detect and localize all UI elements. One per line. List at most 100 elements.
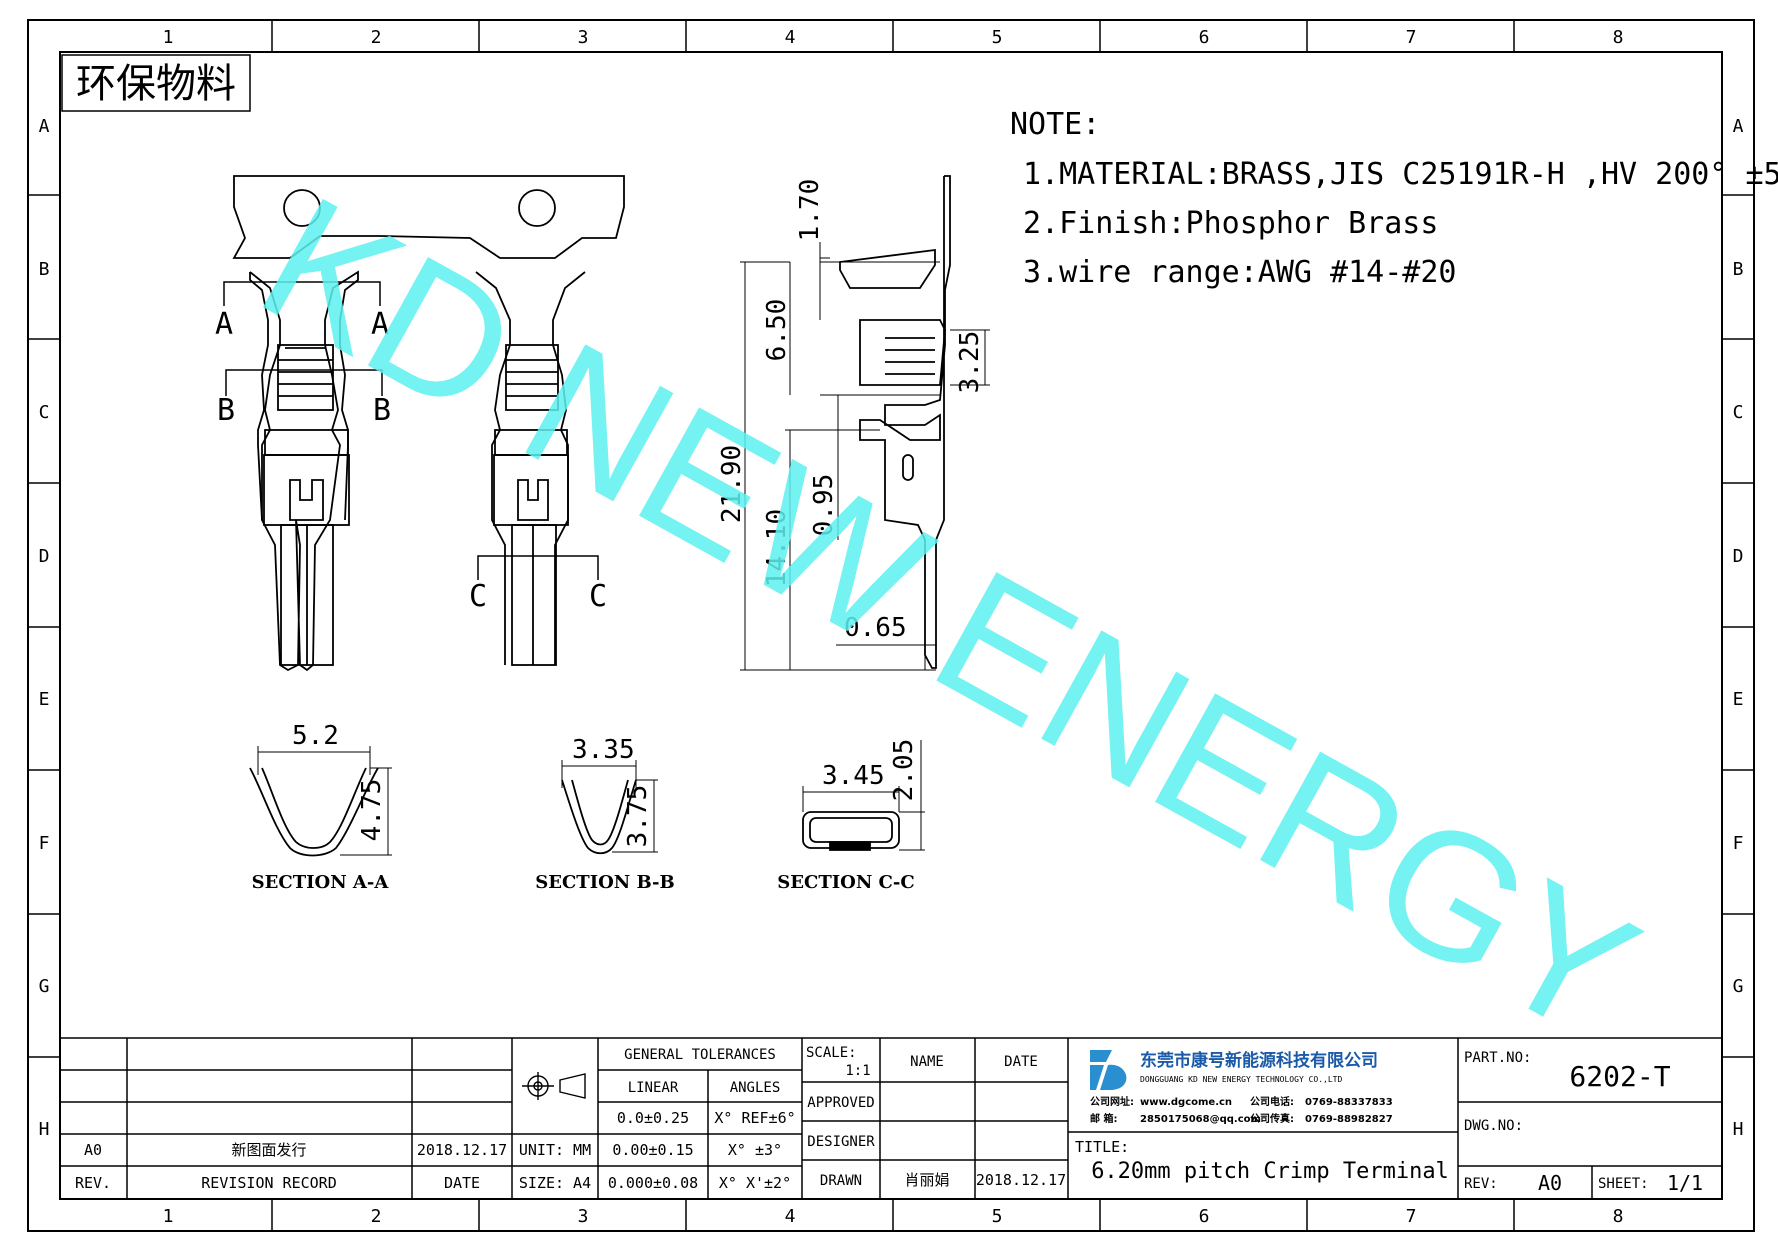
dimension-label: 5.2 <box>292 721 339 751</box>
col-label: 4 <box>785 27 796 48</box>
dimension-label: 3.75 <box>623 785 653 848</box>
column-dividers <box>271 20 1515 1231</box>
note-item: 3.wire range:AWG #14-#20 <box>1023 255 1456 290</box>
unit-label: UNIT: MM <box>519 1141 591 1159</box>
tolerance-linear: 0.000±0.08 <box>608 1174 698 1192</box>
rev-value-2: A0 <box>1538 1171 1562 1195</box>
section-mark: B <box>217 393 235 428</box>
side-view-dimension-lines <box>740 242 990 671</box>
dimension-label: 1.70 <box>795 179 825 242</box>
dwg-no-label: DWG.NO: <box>1464 1118 1523 1134</box>
dimension-label: 21.90 <box>717 445 747 523</box>
terminal-front-view-2 <box>475 271 586 666</box>
dimension-label: 3.45 <box>822 761 885 791</box>
section-cc-shape <box>802 740 925 851</box>
revision-record: 新图面发行 <box>231 1141 306 1159</box>
contact-value: 0769-88337833 <box>1305 1097 1393 1108</box>
section-title: SECTION C-C <box>777 872 914 893</box>
contact-label: 邮 箱: <box>1090 1112 1117 1125</box>
section-mark: A <box>215 307 233 342</box>
row-label: A <box>1733 116 1744 137</box>
section-mark: C <box>589 579 607 614</box>
part-no-value: 6202-T <box>1569 1060 1670 1093</box>
tolerance-angle: X° REF±6° <box>714 1109 795 1127</box>
contact-value: 2850175068@qq.com <box>1140 1114 1261 1125</box>
contact-label: 公司电话: <box>1250 1095 1294 1108</box>
dimension-label: 0.95 <box>809 474 839 537</box>
dimension-label: 4.75 <box>357 779 387 842</box>
company-name-en: DONGGUANG KD NEW ENERGY TECHNOLOGY CO.,L… <box>1140 1075 1342 1084</box>
col-label: 1 <box>163 27 174 48</box>
title-block-grid <box>59 1037 1723 1200</box>
col-label: 5 <box>992 27 1003 48</box>
tolerance-angle: X° ±3° <box>728 1141 782 1159</box>
sheet-label: SHEET: <box>1598 1176 1649 1192</box>
col-label: 8 <box>1613 1206 1624 1227</box>
linear-label: LINEAR <box>628 1080 679 1096</box>
env-label: 环保物料 <box>76 61 236 107</box>
dimension-label: 6.50 <box>762 299 792 362</box>
col-label: 7 <box>1406 27 1417 48</box>
row-label: B <box>1733 259 1744 280</box>
col-label: 4 <box>785 1206 796 1227</box>
row-label: B <box>39 259 50 280</box>
tolerance-linear: 0.0±0.25 <box>617 1109 689 1127</box>
outer-border <box>27 19 1755 1232</box>
row-dividers <box>28 194 1754 1058</box>
row-label: E <box>39 689 50 710</box>
col-label: 2 <box>371 27 382 48</box>
section-bb-shape <box>561 760 658 855</box>
contact-label: 公司传真: <box>1250 1112 1294 1125</box>
date-header-2: DATE <box>1004 1054 1038 1070</box>
scale-label: SCALE: <box>806 1045 857 1061</box>
date-header: DATE <box>444 1174 480 1192</box>
part-no-label: PART.NO: <box>1464 1050 1531 1066</box>
section-title: SECTION A-A <box>252 872 390 893</box>
dimension-label: 0.65 <box>844 613 907 643</box>
row-label: H <box>1733 1119 1744 1140</box>
section-mark: B <box>373 393 391 428</box>
watermark: KD NEW ENERGY <box>231 158 1667 1076</box>
name-header: NAME <box>910 1054 944 1070</box>
rev-value: A0 <box>84 1141 102 1159</box>
contact-label: 公司网址: <box>1090 1095 1134 1108</box>
tolerance-linear: 0.00±0.15 <box>612 1141 693 1159</box>
revision-record-header: REVISION RECORD <box>201 1174 336 1192</box>
dimension-label: 14.10 <box>762 509 792 587</box>
section-title: SECTION B-B <box>535 872 675 893</box>
title-label: TITLE: <box>1075 1138 1129 1156</box>
drawn-label: DRAWN <box>820 1173 862 1189</box>
row-label: G <box>39 976 50 997</box>
notes: NOTE: 1.MATERIAL:BRASS,JIS C25191R-H ,HV… <box>1010 107 1778 290</box>
col-label: 1 <box>163 1206 174 1227</box>
section-mark: C <box>469 579 487 614</box>
general-tolerances: GENERAL TOLERANCES <box>624 1047 776 1063</box>
company-logo-icon <box>1090 1050 1127 1090</box>
col-label: 2 <box>371 1206 382 1227</box>
row-label: D <box>39 546 50 567</box>
env-label-box <box>61 54 251 112</box>
company-name-cn: 东莞市康号新能源科技有限公司 <box>1140 1050 1378 1071</box>
rev-header: REV. <box>75 1174 111 1192</box>
col-label: 6 <box>1199 1206 1210 1227</box>
row-label: F <box>1733 833 1744 854</box>
terminal-front-view <box>232 175 625 672</box>
terminal-side-view <box>839 175 951 669</box>
scale-value: 1:1 <box>845 1063 870 1079</box>
dimension-label: 3.25 <box>955 331 985 394</box>
angles-label: ANGLES <box>730 1080 781 1096</box>
contact-value: 0769-88982827 <box>1305 1114 1393 1125</box>
size-label: SIZE: A4 <box>519 1174 591 1192</box>
revision-date: 2018.12.17 <box>417 1141 507 1159</box>
row-label: A <box>39 116 50 137</box>
notes-heading: NOTE: <box>1010 107 1100 142</box>
col-label: 3 <box>578 1206 589 1227</box>
drawn-date: 2018.12.17 <box>976 1171 1066 1189</box>
contact-value: www.dgcome.cn <box>1140 1097 1232 1108</box>
col-label: 5 <box>992 1206 1003 1227</box>
col-label: 3 <box>578 27 589 48</box>
row-label: H <box>39 1119 50 1140</box>
col-label: 7 <box>1406 1206 1417 1227</box>
drawn-name: 肖丽娟 <box>904 1171 949 1189</box>
section-cut-lines <box>223 281 599 580</box>
